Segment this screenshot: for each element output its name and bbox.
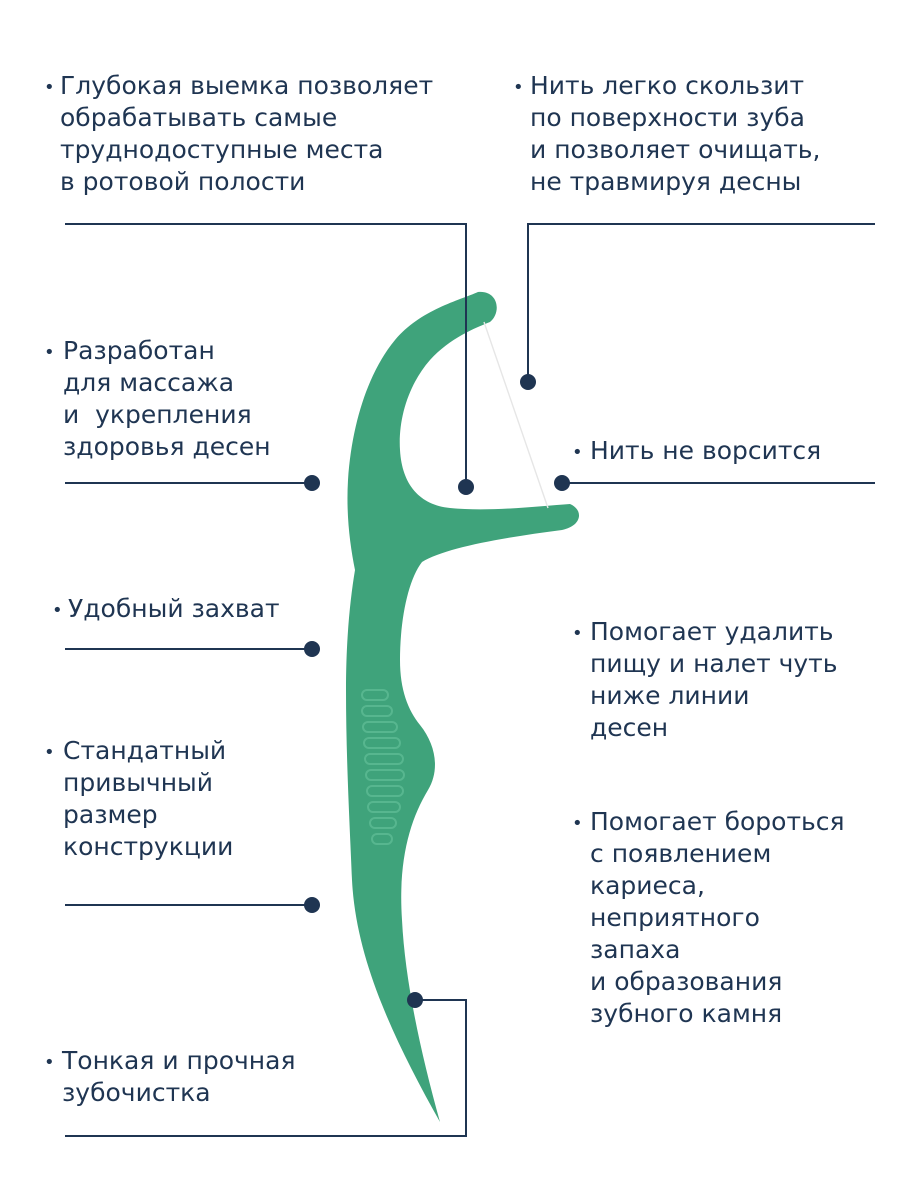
grip-ridges xyxy=(361,689,405,845)
callout-deep-notch: Глубокая выемка позволяет обрабатывать с… xyxy=(60,71,434,196)
grip-ridge xyxy=(366,785,404,797)
leader-line xyxy=(65,223,467,487)
anchor-dot xyxy=(458,479,474,495)
floss-pick-body xyxy=(346,291,580,1122)
callout-floss-glides: Нить легко скользит по поверхности зуба … xyxy=(530,71,821,196)
callout-bullet: • xyxy=(44,342,55,363)
callout-bullet: • xyxy=(513,77,524,98)
anchor-dot xyxy=(520,374,536,390)
anchor-dot xyxy=(304,897,320,913)
anchor-dot xyxy=(304,641,320,657)
callout-bullet: • xyxy=(44,1052,55,1073)
anchor-dot xyxy=(554,475,570,491)
grip-ridge xyxy=(365,769,405,781)
leader-line xyxy=(527,223,875,382)
callout-floss-no-fray: Нить не ворсится xyxy=(590,436,822,465)
grip-ridge xyxy=(364,753,404,765)
leader-line xyxy=(65,999,467,1137)
grip-ridge xyxy=(367,801,401,813)
callout-bullet: • xyxy=(572,623,583,644)
grip-ridge xyxy=(369,817,397,829)
callout-bullet: • xyxy=(572,813,583,834)
callout-bullet: • xyxy=(52,600,63,621)
grip-ridge xyxy=(371,833,393,845)
grip-ridge xyxy=(362,721,398,733)
anchor-dot xyxy=(304,475,320,491)
floss-string xyxy=(483,321,549,509)
anchor-dot xyxy=(407,992,423,1008)
callout-bullet: • xyxy=(44,77,55,98)
callout-fights-caries: Помогает бороться с появлением кариеса, … xyxy=(590,807,845,1028)
grip-ridge xyxy=(361,689,389,701)
leader-lines xyxy=(65,223,875,1137)
callout-removes-plaque: Помогает удалить пищу и налет чуть ниже … xyxy=(590,617,838,742)
callout-toothpick: Тонкая и прочная зубочистка xyxy=(62,1046,296,1107)
anchor-dots xyxy=(304,374,570,1008)
callout-comfortable-grip: Удобный захват xyxy=(68,594,280,623)
grip-ridge xyxy=(361,705,393,717)
callout-bullet: • xyxy=(44,742,55,763)
callout-standard-size: Стандатный привычный размер конструкции xyxy=(63,736,234,861)
callout-gum-massage: Разработан для массажа и укрепления здор… xyxy=(63,336,271,461)
callout-bullet: • xyxy=(572,442,583,463)
grip-ridge xyxy=(363,737,401,749)
